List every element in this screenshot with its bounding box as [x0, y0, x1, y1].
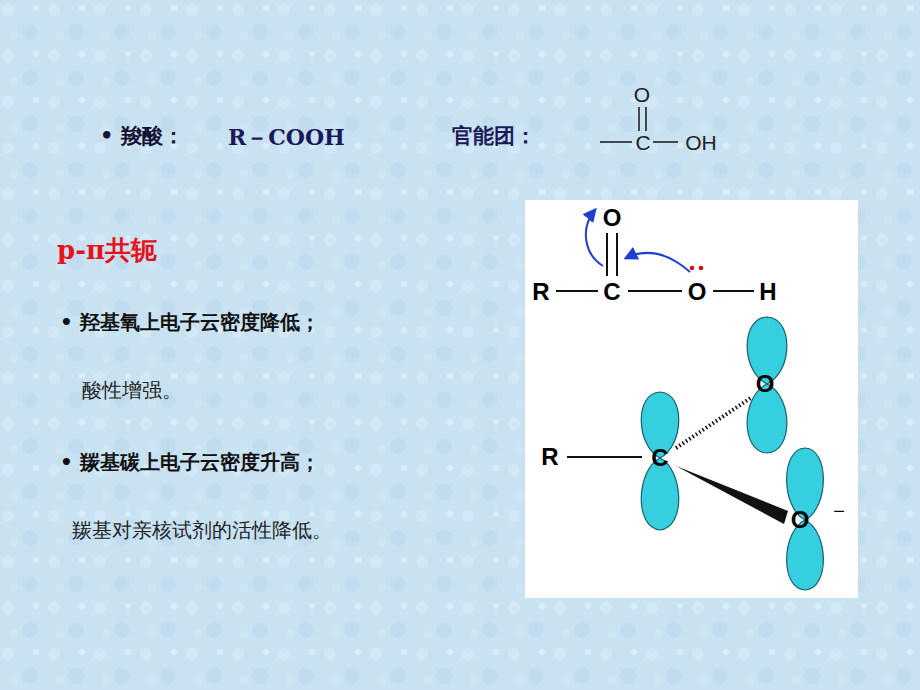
atom-symbol: O: [791, 507, 810, 533]
electron-shift-arrow: [586, 210, 603, 266]
atom-symbol: H: [759, 279, 776, 305]
atom-symbol: C: [635, 131, 650, 154]
atom-symbol: O: [603, 205, 622, 231]
lone-pair-dot: [699, 266, 704, 271]
wedge-bond: [676, 466, 788, 524]
bullet-heading: • 羧酸：: [100, 125, 184, 148]
atom-symbol: O: [634, 83, 650, 106]
hashed-bond: [676, 397, 752, 448]
charge-sign: −: [833, 500, 845, 522]
r-c-bond: [567, 456, 642, 458]
atom-symbol: C: [603, 279, 620, 305]
atom-symbol: R: [532, 279, 549, 305]
figure-panel: [525, 200, 858, 598]
atom-symbol: R: [541, 444, 558, 470]
heading-text: 官能团：: [452, 125, 536, 148]
body-text: 酸性增强。: [82, 379, 182, 401]
body-text: 羰基对亲核试剂的活性降低。: [72, 519, 332, 541]
bullet-point: • 羰基碳上电子云密度升高；: [60, 451, 320, 473]
formula: R－COOH: [228, 125, 345, 149]
bullet-point: • 羟基氧上电子云密度降低；: [60, 311, 320, 333]
atom-symbol: C: [651, 445, 668, 471]
section-heading: p-π共轭: [57, 236, 157, 265]
electron-shift-arrow: [626, 253, 690, 272]
atom-symbol: OH: [685, 131, 717, 154]
atom-symbol: O: [688, 279, 707, 305]
p-orbital-lobes: [641, 317, 823, 590]
atom-symbol: O: [756, 371, 775, 397]
lone-pair-dot: [690, 266, 695, 271]
